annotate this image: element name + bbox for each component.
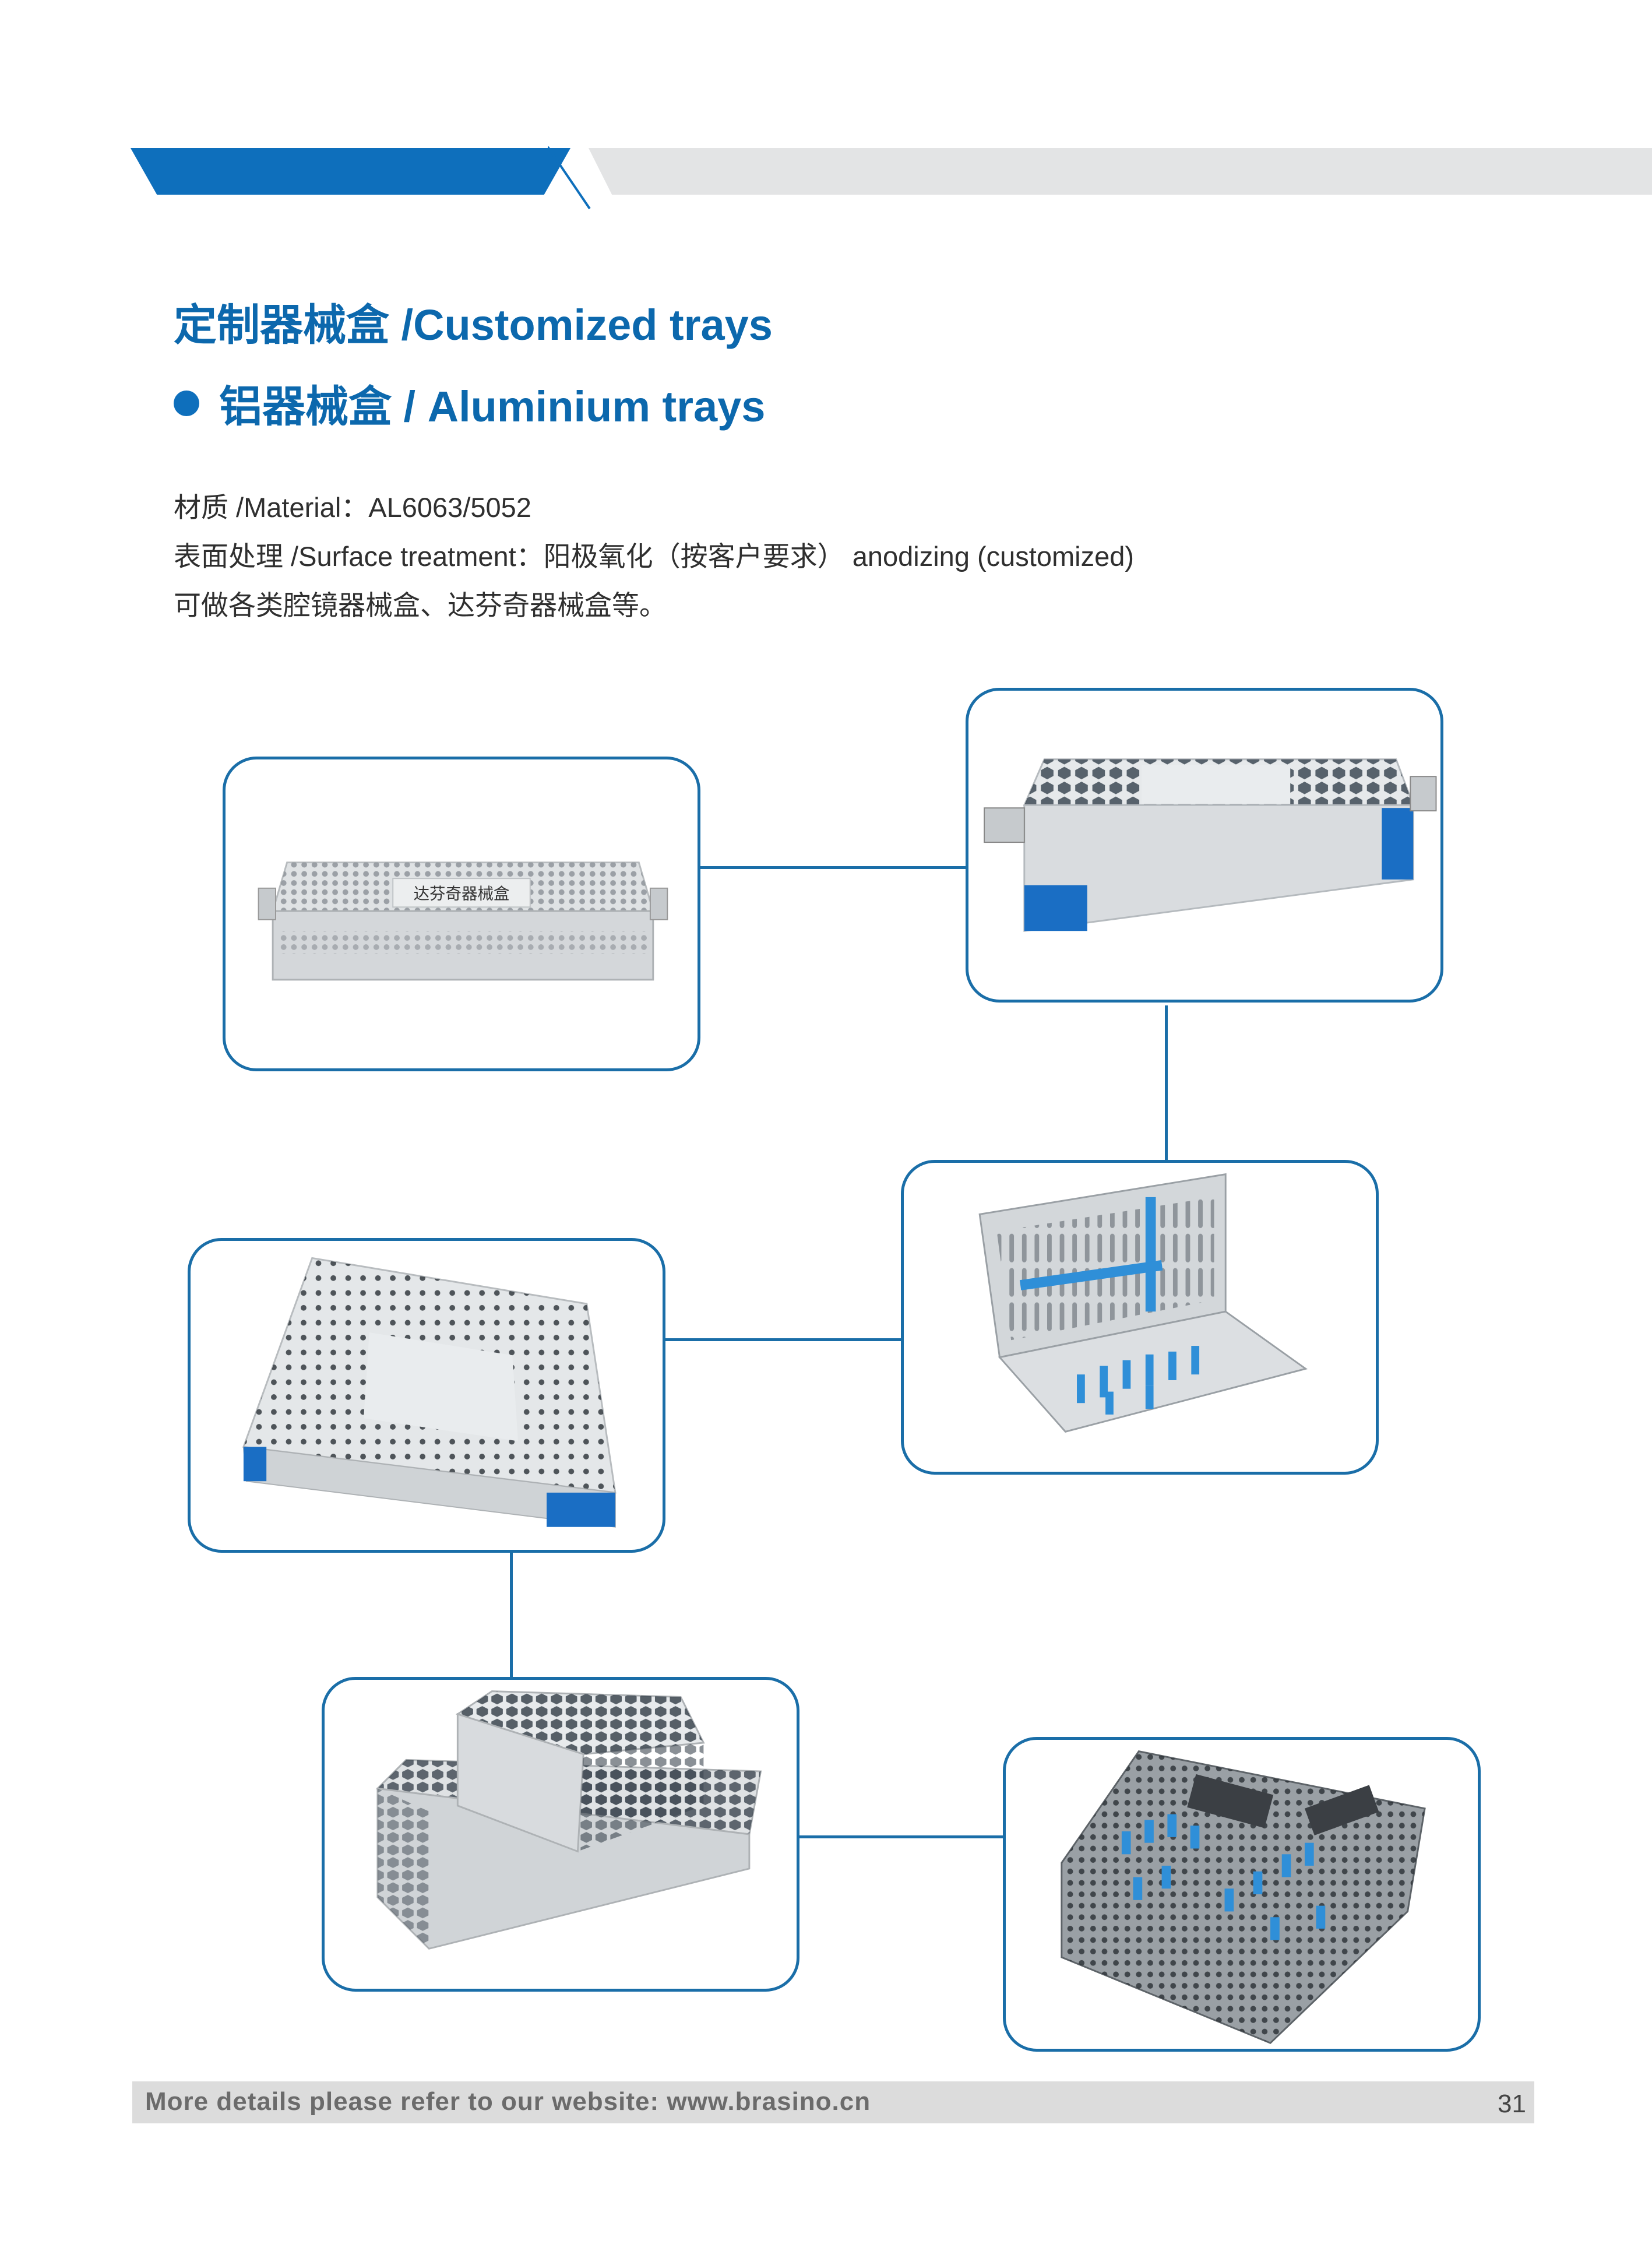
product-image-card [1003, 1737, 1481, 2052]
product-image-card: 达芬奇器械盒 [223, 757, 700, 1071]
section-subtitle: 铝器械盒 / Aluminium trays [174, 372, 765, 434]
header-band-gray [589, 148, 1652, 195]
product-image-card [188, 1238, 665, 1553]
product-image-card [322, 1677, 799, 1992]
tray-image-hex [984, 758, 1437, 932]
footer-website-text: More details please refer to our website… [145, 2087, 871, 2116]
subtitle-text: 铝器械盒 / Aluminium trays [219, 382, 766, 431]
header-band-blue [131, 148, 570, 195]
product-image-card [901, 1160, 1379, 1475]
tray-image-davinci: 达芬奇器械盒 [258, 861, 668, 981]
tray-image-open [978, 1173, 1308, 1433]
page-number: 31 [1498, 2090, 1526, 2118]
connector-line [1165, 1005, 1168, 1160]
product-image-card [966, 688, 1443, 1003]
connector-line [700, 866, 966, 869]
connector-line [799, 1835, 1003, 1838]
page-title: 定制器械盒 /Customized trays [174, 301, 773, 349]
footer-bar: More details please refer to our website… [132, 2081, 1534, 2123]
tray-image-square [242, 1257, 617, 1528]
spec-surface: 表面处理 /Surface treatment：阳极氧化（按客户要求） anod… [174, 541, 1135, 572]
tray-image-holders [1061, 1750, 1426, 2044]
header-band-slash [548, 146, 591, 210]
bullet-icon [174, 390, 199, 416]
tray-label: 达芬奇器械盒 [414, 884, 510, 903]
spec-material: 材质 /Material：AL6063/5052 [174, 492, 531, 523]
spec-usage: 可做各类腔镜器械盒、达芬奇器械盒等。 [174, 590, 667, 621]
connector-line [665, 1338, 901, 1341]
connector-line [510, 1552, 513, 1677]
tray-image-stacked [375, 1690, 762, 1950]
